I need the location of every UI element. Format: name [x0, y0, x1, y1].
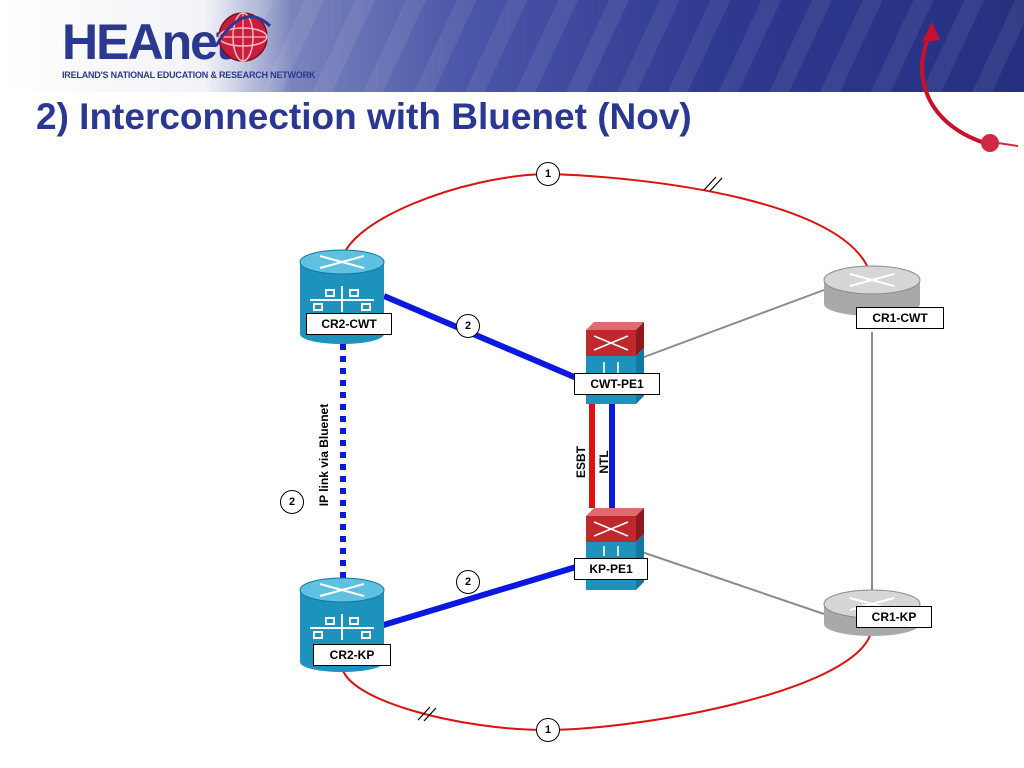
node-label-kp-pe1: KP-PE1	[574, 558, 648, 580]
node-label-cwt-pe1: CWT-PE1	[574, 373, 660, 395]
link-label-esbt: ESBT	[574, 446, 588, 479]
badge-link-cr2cwt-pe1: 2	[456, 314, 480, 338]
swoosh-arrow-icon	[920, 22, 1018, 152]
router-cr1-cwt[interactable]	[823, 265, 921, 316]
logo: HEAnet IRELAND'S NATIONAL EDUCATION & RE…	[0, 0, 315, 92]
link-label-bluenet: IP link via Bluenet	[317, 403, 331, 507]
node-label-cr2-kp: CR2-KP	[313, 644, 391, 666]
link-cr2cwt-pe1	[382, 293, 588, 385]
link-break-mark-bottom	[417, 706, 437, 722]
logo-wordmark: HEAnet	[62, 14, 233, 70]
badge-ring-top: 1	[536, 162, 560, 186]
ring-bottom-link	[341, 627, 873, 732]
node-label-cr1-kp: CR1-KP	[856, 606, 932, 628]
node-label-cr2-cwt: CR2-CWT	[306, 313, 392, 335]
link-break-mark-top	[703, 176, 723, 192]
link-pe1-cr1cwt	[635, 289, 825, 361]
header-banner: HEAnet IRELAND'S NATIONAL EDUCATION & RE…	[0, 0, 1024, 92]
ring-top-link	[341, 172, 873, 283]
link-pe1-cr1kp	[635, 549, 825, 615]
node-label-cr1-cwt: CR1-CWT	[856, 307, 944, 329]
logo-tagline: IRELAND'S NATIONAL EDUCATION & RESEARCH …	[62, 70, 316, 80]
link-label-ntl: NTL	[597, 450, 611, 474]
badge-link-bluenet: 2	[280, 490, 304, 514]
globe-icon	[214, 12, 272, 62]
link-cr2kp-pe1	[379, 561, 587, 629]
badge-link-cr2kp-pe1: 2	[456, 570, 480, 594]
page-title: 2) Interconnection with Bluenet (Nov)	[36, 96, 692, 137]
badge-ring-bottom: 1	[536, 718, 560, 742]
